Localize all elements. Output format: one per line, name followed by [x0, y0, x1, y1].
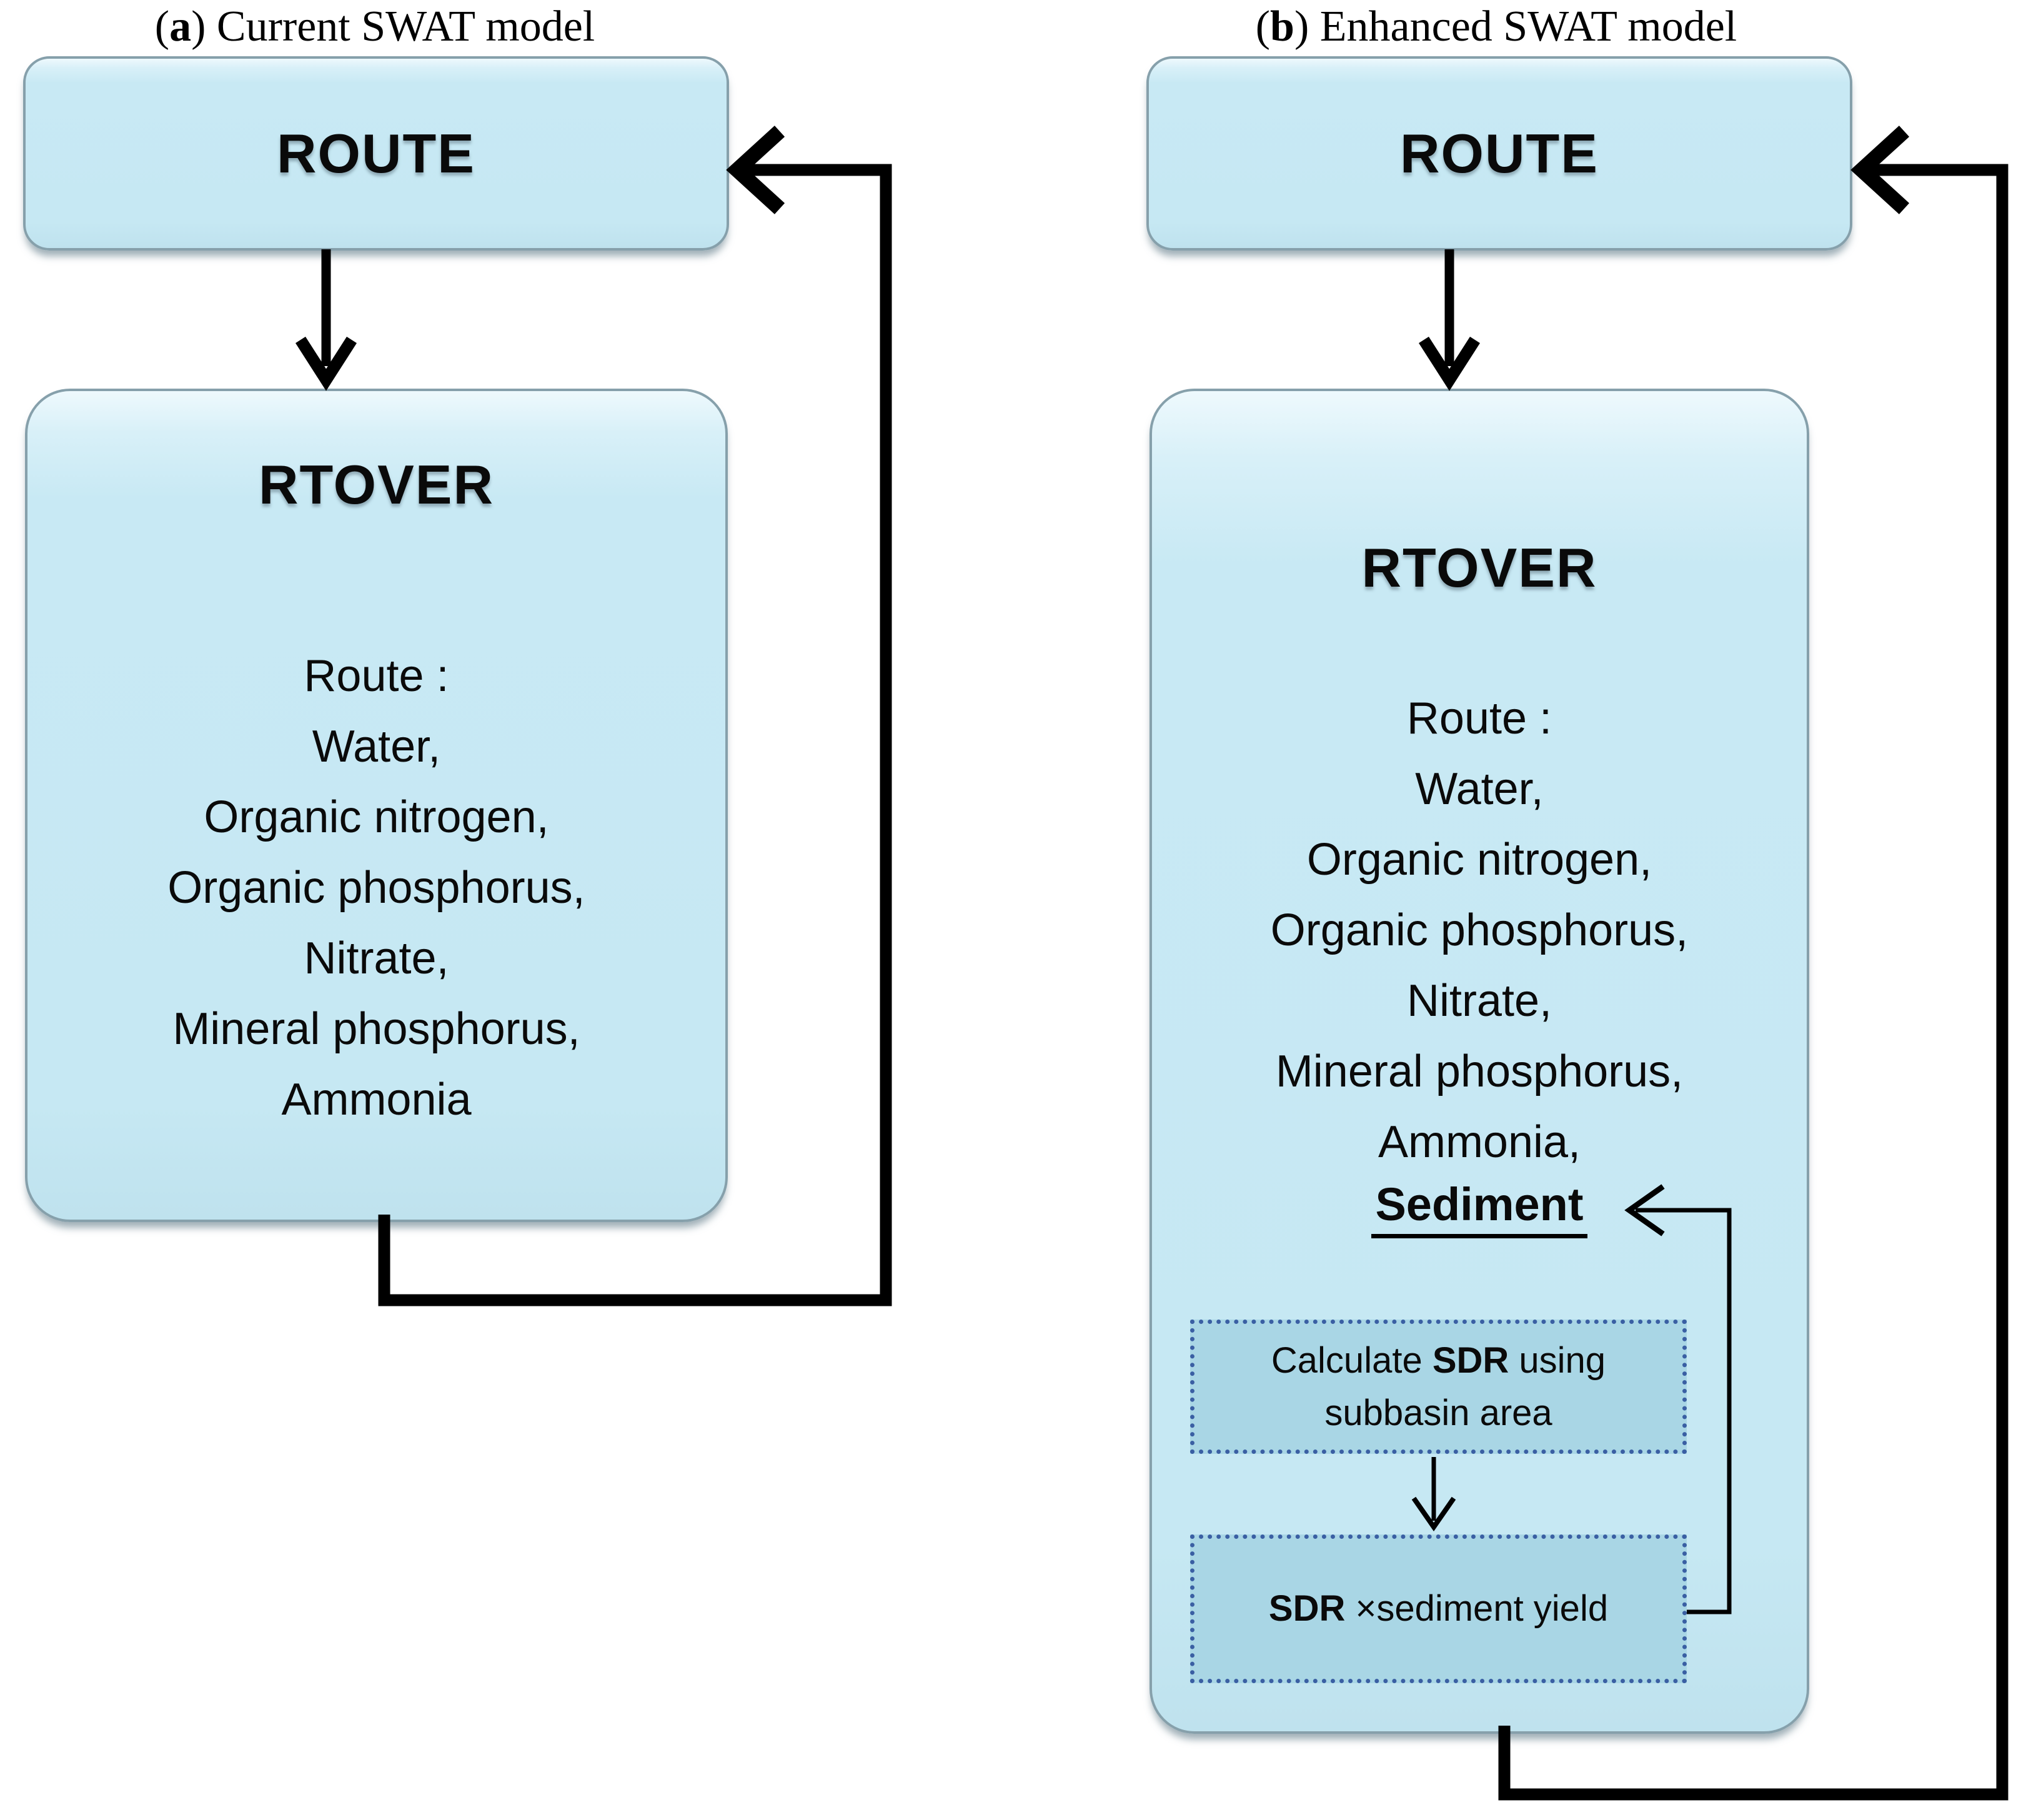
- route-list-line: Water,: [312, 722, 441, 772]
- route-list-line: Mineral phosphorus,: [172, 1004, 580, 1054]
- rtover-box-a-label: RTOVER: [258, 454, 495, 515]
- rtover-box-a: RTOVER Route : Water, Organic nitrogen, Org…: [25, 389, 728, 1222]
- sediment-line: Sediment: [1152, 1178, 1807, 1248]
- panel-a-title-rest: ) Current SWAT model: [191, 2, 595, 51]
- panel-a-title-open: (: [154, 2, 170, 51]
- sdr-multiply-box: SDR ×sediment yield: [1190, 1534, 1687, 1683]
- sdr-multiply-box-line1: SDR ×sediment yield: [1269, 1583, 1608, 1635]
- rtover-box-b-label: RTOVER: [1361, 537, 1597, 599]
- rtover-box-b: RTOVER Route : Water, Organic nitrogen, Org…: [1150, 389, 1809, 1734]
- calculate-sdr-box: Calculate SDR using subbasin area: [1190, 1320, 1687, 1454]
- panel-b-title: (b) Enhanced SWAT model: [1090, 0, 1902, 54]
- route-list-line: Nitrate,: [1406, 976, 1552, 1026]
- route-box-a-label: ROUTE: [277, 122, 475, 184]
- mult-post: ×sediment yield: [1345, 1588, 1609, 1629]
- rtover-box-b-route-list: Route : Water, Organic nitrogen, Organic ph…: [1152, 684, 1807, 1178]
- route-box-a: ROUTE: [23, 56, 729, 251]
- mult-bold: SDR: [1268, 1588, 1346, 1629]
- route-list-line: Organic phosphorus,: [167, 863, 585, 913]
- arrow-route-to-rtover-b: [1419, 249, 1480, 391]
- panel-b-title-letter: b: [1270, 2, 1294, 51]
- route-list-line: Ammonia: [281, 1075, 472, 1125]
- sediment-label: Sediment: [1371, 1178, 1587, 1238]
- calculate-sdr-box-line1: Calculate SDR using: [1271, 1335, 1606, 1387]
- route-list-line: Route :: [304, 651, 449, 701]
- calc-bold: SDR: [1432, 1340, 1509, 1381]
- route-box-b: ROUTE: [1146, 56, 1852, 251]
- route-list-line: Route :: [1406, 694, 1552, 743]
- calc-post: using: [1509, 1340, 1606, 1381]
- route-list-line: Mineral phosphorus,: [1275, 1047, 1684, 1096]
- route-list-line: Organic nitrogen,: [1306, 835, 1652, 885]
- route-box-b-label: ROUTE: [1400, 122, 1599, 184]
- panel-a-title: (a) Current SWAT model: [0, 0, 781, 54]
- calculate-sdr-box-line2: subbasin area: [1324, 1392, 1552, 1433]
- panel-a-title-letter: a: [169, 2, 192, 51]
- route-list-line: Water,: [1415, 764, 1544, 814]
- rtover-box-a-route-list: Route : Water, Organic nitrogen, Organic ph…: [27, 641, 725, 1135]
- route-list-line: Organic nitrogen,: [204, 792, 549, 842]
- route-list-line: Nitrate,: [304, 933, 449, 983]
- route-list-line: Organic phosphorus,: [1270, 905, 1689, 955]
- arrow-route-to-rtover-a: [295, 249, 357, 391]
- route-list-line: Ammonia,: [1378, 1117, 1581, 1167]
- panel-b-title-rest: ) Enhanced SWAT model: [1294, 2, 1737, 51]
- panel-b-title-open: (: [1255, 2, 1271, 51]
- calc-pre: Calculate: [1271, 1340, 1433, 1381]
